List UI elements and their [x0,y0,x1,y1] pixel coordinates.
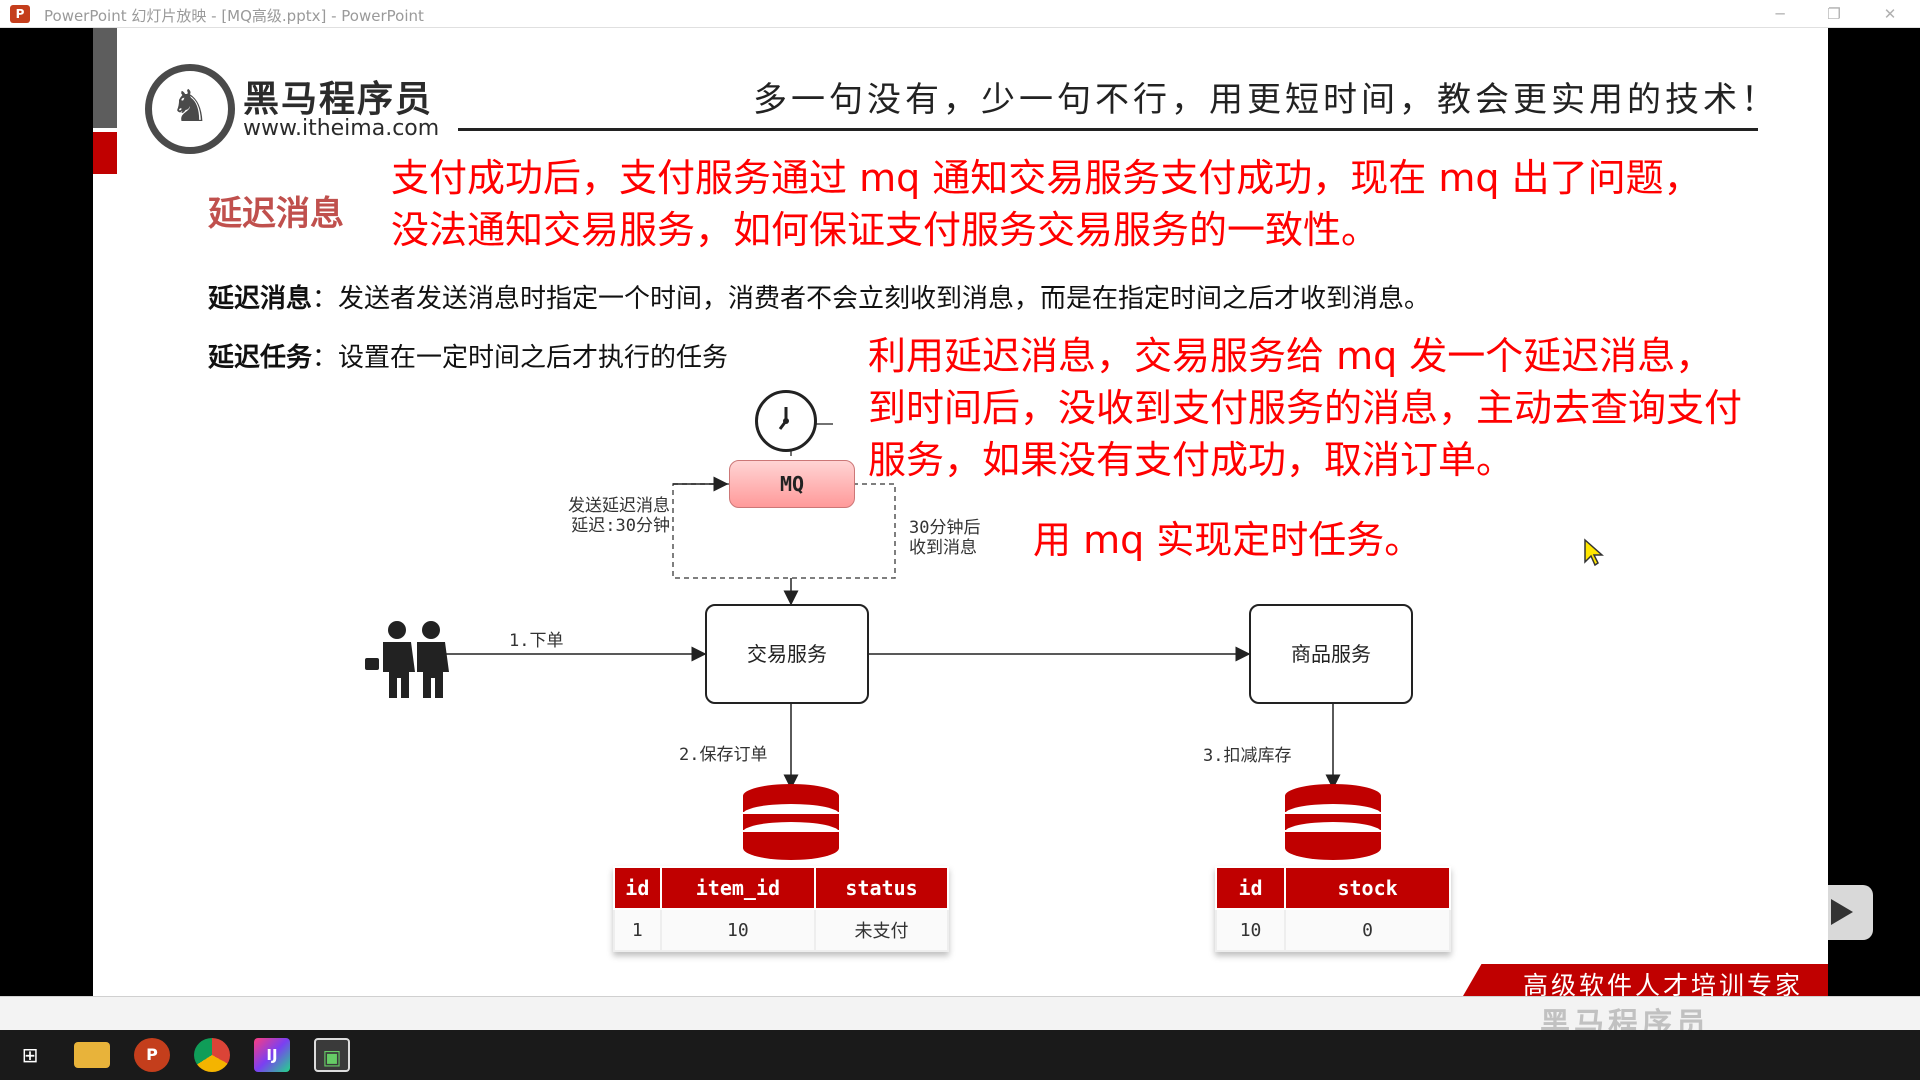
order-table-header: item_id [661,867,815,909]
chrome-icon[interactable] [194,1038,230,1072]
stock-table: id stock 10 0 [1215,866,1451,952]
presentation-side-margin [1828,28,1920,996]
mouse-cursor-icon [1583,538,1605,568]
screen-tool-icon[interactable]: ▣ [314,1038,350,1072]
save-order-label: 2.保存订单 [679,740,767,765]
order-table-cell: 10 [661,909,815,951]
maximize-button[interactable]: ❐ [1814,2,1854,26]
file-explorer-icon[interactable] [74,1042,110,1068]
users-icon [365,621,449,698]
stock-table-cell: 0 [1285,909,1450,951]
minimize-button[interactable]: ─ [1760,2,1800,26]
window-title: PowerPoint 幻灯片放映 - [MQ高级.pptx] - PowerPo… [44,5,424,26]
stock-table-cell: 10 [1216,909,1285,951]
stock-table-header: id [1216,867,1285,909]
order-table-cell: 未支付 [815,909,948,951]
order-label: 1.下单 [509,626,563,651]
reduce-stock-label: 3.扣减库存 [1203,741,1291,766]
send-delay-label-line: 延迟:30分钟 [558,516,670,536]
slide-banner-text: 高级软件人才培训专家 [1523,966,1803,996]
order-table-header: id [614,867,661,909]
diagram-connectors [93,28,1828,996]
stock-db-icon [1285,784,1381,860]
order-table-cell: 1 [614,909,661,951]
close-button[interactable]: ✕ [1870,2,1910,26]
receive-label-line: 收到消息 [909,538,980,558]
order-db-icon [743,784,839,860]
window-titlebar: P PowerPoint 幻灯片放映 - [MQ高级.pptx] - Power… [0,0,1920,28]
send-delay-label: 发送延迟消息 延迟:30分钟 [558,496,670,536]
presentation-slide: ♞ 黑马程序员 www.itheima.com 多一句没有，少一句不行，用更短时… [93,28,1828,996]
video-play-icon[interactable] [1808,885,1873,940]
clock-icon [755,390,817,452]
trade-service-node: 交易服务 [705,604,869,704]
send-delay-label-line: 发送延迟消息 [558,496,670,516]
windows-taskbar: ⊞ P IJ ▣ [0,1030,1920,1080]
presentation-statusbar: 黑马程序员 [0,996,1920,1030]
intellij-idea-icon[interactable]: IJ [254,1038,290,1072]
mq-node: MQ [729,460,855,508]
order-table: id item_id status 1 10 未支付 [613,866,949,952]
windows-start-icon[interactable]: ⊞ [12,1038,48,1072]
stock-table-header: stock [1285,867,1450,909]
receive-label: 30分钟后 收到消息 [909,518,980,558]
powerpoint-app-icon: P [10,5,30,23]
powerpoint-taskbar-icon[interactable]: P [134,1038,170,1072]
order-table-header: status [815,867,948,909]
goods-service-node: 商品服务 [1249,604,1413,704]
receive-label-line: 30分钟后 [909,518,980,538]
